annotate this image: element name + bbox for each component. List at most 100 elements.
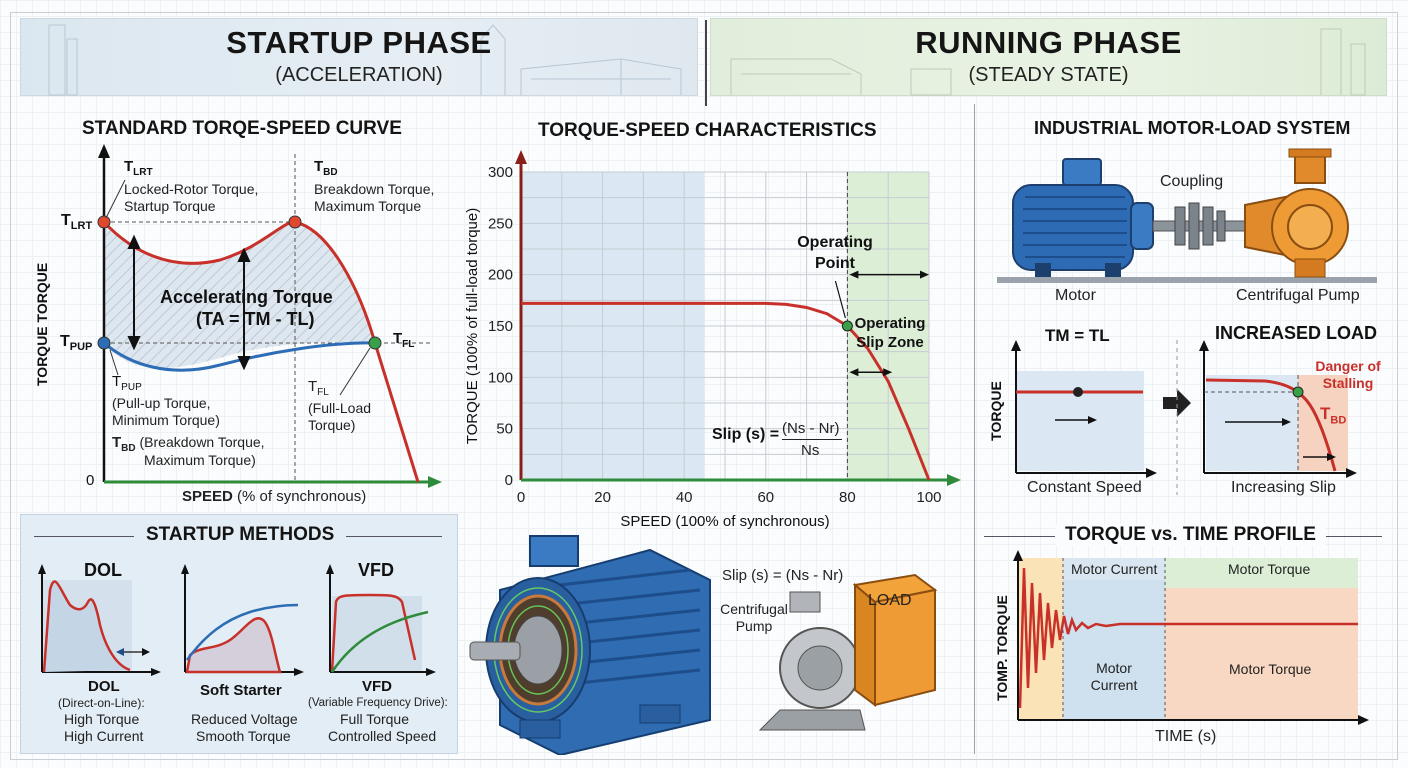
x-tick-label: 100 bbox=[916, 489, 941, 506]
load-torque-curve bbox=[103, 341, 376, 372]
motor-cutaway-illustration bbox=[469, 535, 938, 755]
char-x-axis-arrow bbox=[947, 474, 961, 486]
x-tick-label: 0 bbox=[517, 489, 525, 506]
pump-label: Centrifugal Pump bbox=[1236, 287, 1360, 304]
slip-denominator: Ns bbox=[801, 442, 820, 459]
running-subtitle: (STEADY STATE) bbox=[968, 64, 1129, 86]
banner-divider bbox=[705, 20, 707, 106]
outer-frame bbox=[10, 12, 1398, 760]
motor-torque-curve bbox=[102, 220, 420, 483]
motor-load-title: INDUSTRIAL MOTOR-LOAD SYSTEM bbox=[1034, 118, 1351, 138]
running-banner: RUNNING PHASE (STEADY STATE) bbox=[710, 18, 1387, 96]
y-tick-label: 100 bbox=[488, 369, 513, 386]
operating-point-leader bbox=[834, 280, 846, 319]
coupling-label: Coupling bbox=[1160, 173, 1224, 190]
illustration-slip-formula: Slip (s) = (Ns - Nr) bbox=[722, 567, 844, 584]
lrt-desc-2: Startup Torque bbox=[124, 198, 216, 214]
dol-desc-2: High Torque bbox=[64, 711, 140, 727]
y-tick-label: 250 bbox=[488, 215, 513, 232]
dol-head: DOL bbox=[84, 560, 122, 580]
standard-curve-chart bbox=[97, 144, 442, 488]
steady-state-charts bbox=[1011, 340, 1357, 495]
standard-curve-title: STANDARD TORQE-SPEED CURVE bbox=[82, 118, 402, 139]
standard-x-axis-title: SPEED (% of synchronous) bbox=[182, 488, 367, 505]
vfd-desc-3: Controlled Speed bbox=[328, 728, 437, 744]
cutaway-motor-icon bbox=[469, 535, 711, 755]
pup-marker-label: TPUP bbox=[112, 373, 142, 393]
danger-label: Danger of Stalling bbox=[1315, 358, 1381, 391]
illustration-pump-label: Centrifugal Pump bbox=[720, 601, 788, 634]
lrt-desc-1: Locked-Rotor Torque, bbox=[124, 181, 259, 197]
slip-zone-arrowhead-right bbox=[920, 270, 929, 279]
startup-methods-charts bbox=[38, 564, 436, 676]
right-column-divider bbox=[974, 104, 975, 754]
constant-speed-label: Constant Speed bbox=[1027, 479, 1142, 496]
pup-desc-1: (Pull-up Torque, bbox=[112, 395, 211, 411]
char-y-axis-title: TORQUE (100% of full-load torque) bbox=[464, 208, 481, 445]
motor-torque-top: Motor Torque bbox=[1228, 561, 1311, 577]
increased-load-title: INCREASED LOAD bbox=[1215, 323, 1378, 343]
time-x-label: TIME (s) bbox=[1155, 728, 1217, 745]
bd-desc-3: TBD (Breakdown Torque, bbox=[112, 434, 265, 454]
origin-label: 0 bbox=[86, 472, 95, 489]
y-tick-label: 300 bbox=[488, 164, 513, 181]
y-tick-label: 200 bbox=[488, 267, 513, 284]
x-tick-label: 60 bbox=[757, 489, 774, 506]
lrt-marker-label: TLRT bbox=[124, 158, 153, 178]
torque-speed-series-line bbox=[521, 301, 931, 481]
soft-desc-2: Smooth Torque bbox=[196, 728, 291, 744]
startup-banner-skyline bbox=[48, 24, 682, 96]
vfd-head: VFD bbox=[358, 560, 394, 580]
slip-numerator: (Ns - Nr) bbox=[782, 420, 840, 437]
pump-icon bbox=[1244, 148, 1349, 278]
x-tick-label: 80 bbox=[839, 489, 856, 506]
bd-desc-2: Maximum Torque bbox=[314, 198, 422, 214]
steady-y-label: TORQUE bbox=[988, 381, 1004, 441]
running-title: RUNNING PHASE bbox=[915, 25, 1182, 60]
motor-current-box: Motor Current bbox=[1090, 660, 1138, 693]
y-label-pup: TPUP bbox=[60, 333, 93, 354]
slip-zone-arrowhead-mid-left bbox=[849, 368, 859, 377]
slip-zone-label: Operating Slip Zone bbox=[854, 315, 926, 351]
startup-banner: STARTUP PHASE (ACCELERATION) bbox=[20, 18, 698, 96]
slip-zone-arrowhead-left bbox=[849, 270, 859, 279]
fl-desc-1: (Full-Load bbox=[308, 400, 372, 416]
time-profile-title: TORQUE vs. TIME PROFILE bbox=[1055, 524, 1326, 546]
tbd-label: TBD bbox=[1320, 404, 1347, 427]
y-tick-label: 0 bbox=[505, 472, 513, 489]
dol-desc-1: (Direct-on-Line): bbox=[58, 696, 145, 710]
bd-desc-1: Breakdown Torque, bbox=[314, 181, 435, 197]
slip-zone-arrowhead-mid-right bbox=[883, 368, 893, 377]
accelerating-title: Accelerating Torque bbox=[160, 287, 333, 307]
x-tick-label: 40 bbox=[676, 489, 693, 506]
fl-desc-head: TFL bbox=[308, 378, 329, 398]
char-x-axis-title: SPEED (100% of synchronous) bbox=[620, 513, 829, 530]
motor-label: Motor bbox=[1055, 287, 1096, 304]
startup-title: STARTUP PHASE bbox=[226, 25, 492, 60]
tm-equals-tl: TM = TL bbox=[1045, 326, 1110, 345]
vfd-name: VFD bbox=[362, 678, 392, 695]
accelerating-formula: (TA = TM - TL) bbox=[196, 309, 315, 329]
slip-fraction-bar bbox=[782, 439, 842, 440]
accelerating-area bbox=[104, 221, 375, 369]
motor-pump-illustration bbox=[997, 148, 1377, 283]
load-box-icon bbox=[852, 573, 938, 707]
motor-icon bbox=[1012, 158, 1154, 277]
startup-subtitle: (ACCELERATION) bbox=[275, 64, 443, 86]
motor-torque-box: Motor Torque bbox=[1229, 661, 1312, 677]
fl-desc-2: Torque) bbox=[308, 417, 356, 433]
increasing-slip-label: Increasing Slip bbox=[1231, 479, 1336, 496]
y-tick-label: 50 bbox=[496, 421, 513, 438]
operating-point-label: Operating Point bbox=[797, 234, 873, 272]
vfd-desc-2: Full Torque bbox=[340, 711, 410, 727]
load-label: LOAD bbox=[868, 592, 912, 609]
pup-desc-2: Minimum Torque) bbox=[112, 412, 220, 428]
soft-name: Soft Starter bbox=[200, 682, 282, 699]
fl-marker-label: TFL bbox=[393, 330, 415, 350]
time-response-curve bbox=[1018, 567, 1358, 709]
standard-y-axis-title: TORQUE TORQUE bbox=[34, 262, 50, 386]
x-tick-label: 20 bbox=[594, 489, 611, 506]
time-profile-chart bbox=[1013, 550, 1369, 725]
